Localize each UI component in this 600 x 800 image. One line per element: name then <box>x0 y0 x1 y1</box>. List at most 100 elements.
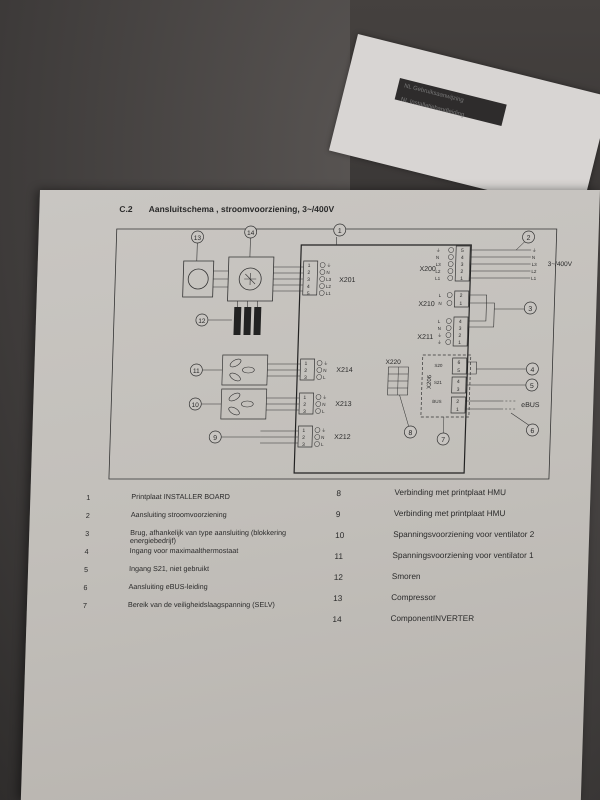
wiring-diagram: 1 2 3 4 5 6 7 8 9 10 11 12 13 14 <box>108 223 573 480</box>
callout-5: 5 <box>525 378 539 392</box>
svg-text:S20: S20 <box>434 363 443 368</box>
fan-2-icon <box>228 392 254 416</box>
svg-text:⏚: ⏚ <box>436 247 441 253</box>
terminal-bus: BUS 2 1 <box>432 396 466 414</box>
svg-text:4: 4 <box>459 319 462 325</box>
svg-text:N: N <box>322 402 325 407</box>
svg-text:12: 12 <box>198 318 206 325</box>
svg-text:2: 2 <box>302 435 305 441</box>
svg-text:N: N <box>436 255 439 260</box>
svg-text:9: 9 <box>213 435 217 442</box>
svg-text:4: 4 <box>307 284 310 290</box>
svg-text:1: 1 <box>458 340 461 346</box>
section-number: C.2 <box>119 204 133 214</box>
terminal-s21: S21 4 3 <box>434 376 467 394</box>
svg-text:X213: X213 <box>335 401 352 408</box>
svg-text:2: 2 <box>460 293 463 299</box>
svg-text:X210: X210 <box>418 301 435 308</box>
svg-text:N: N <box>323 368 326 373</box>
svg-text:5: 5 <box>530 383 534 390</box>
svg-text:X211: X211 <box>417 334 433 341</box>
callout-7: 7 <box>436 432 450 446</box>
svg-text:1: 1 <box>456 407 459 413</box>
svg-text:2: 2 <box>303 402 306 408</box>
svg-text:6: 6 <box>530 428 534 435</box>
x206-label: X206 <box>427 374 433 389</box>
callout-12: 12 <box>195 313 209 327</box>
svg-text:L2: L2 <box>435 269 441 274</box>
svg-text:5: 5 <box>461 248 464 254</box>
svg-text:3: 3 <box>307 277 310 283</box>
svg-text:BUS: BUS <box>432 399 441 404</box>
terminal-x214: 1 2 3 ⏚ N L X214 <box>299 358 353 381</box>
svg-text:2: 2 <box>526 235 530 242</box>
terminal-x210: X210 L N 2 1 <box>418 290 470 308</box>
svg-text:L1: L1 <box>326 291 332 296</box>
svg-text:1: 1 <box>460 276 463 282</box>
installer-board <box>293 244 472 474</box>
svg-text:⏚: ⏚ <box>532 247 537 253</box>
compressor-box <box>182 260 215 298</box>
svg-text:8: 8 <box>408 430 412 437</box>
svg-text:L3: L3 <box>436 262 442 267</box>
svg-text:13: 13 <box>194 235 202 242</box>
svg-text:L1: L1 <box>435 276 441 281</box>
svg-text:L3: L3 <box>326 277 332 282</box>
svg-text:1: 1 <box>303 395 306 401</box>
terminal-x212: 1 2 3 ⏚ N L X212 <box>297 425 351 448</box>
svg-text:N: N <box>326 270 329 275</box>
svg-text:L1: L1 <box>531 276 537 281</box>
fan-2-box <box>220 388 268 420</box>
svg-text:L: L <box>321 442 324 447</box>
svg-text:3: 3 <box>302 442 305 448</box>
choke-coils <box>233 301 262 335</box>
svg-text:3: 3 <box>459 326 462 332</box>
callout-8: 8 <box>404 425 417 439</box>
svg-text:2: 2 <box>307 270 310 276</box>
svg-text:L2: L2 <box>531 269 537 274</box>
svg-text:⏚: ⏚ <box>437 339 442 345</box>
callout-11: 11 <box>189 363 203 377</box>
svg-text:X201: X201 <box>339 277 356 284</box>
diagram-frame <box>108 228 558 480</box>
section-title-text: Aansluitschema , stroomvoorziening, 3~/4… <box>148 204 335 214</box>
svg-text:L: L <box>439 293 442 298</box>
fan-1-box <box>221 354 269 386</box>
svg-text:11: 11 <box>193 368 200 375</box>
svg-text:14: 14 <box>247 230 255 237</box>
svg-text:X214: X214 <box>336 367 353 374</box>
svg-text:3: 3 <box>304 375 307 381</box>
section-title: C.2 Aansluitschema , stroomvoorziening, … <box>119 204 334 214</box>
svg-text:7: 7 <box>441 437 445 444</box>
svg-text:L2: L2 <box>326 284 332 289</box>
svg-text:X212: X212 <box>334 434 351 441</box>
svg-text:3: 3 <box>303 409 306 415</box>
svg-text:3~/400V: 3~/400V <box>548 261 573 268</box>
terminal-x200: X200 ⏚ N L3 L2 L1 5 4 3 2 1 <box>419 245 471 282</box>
svg-text:4: 4 <box>457 379 460 385</box>
terminal-x211: X211 L N ⏚ ⏚ 4 3 2 1 <box>417 316 469 347</box>
svg-text:3: 3 <box>457 387 460 393</box>
callout-3: 3 <box>523 301 537 315</box>
svg-text:⏚: ⏚ <box>321 427 326 433</box>
svg-text:5: 5 <box>457 368 460 374</box>
svg-text:1: 1 <box>338 228 342 235</box>
svg-text:5: 5 <box>307 291 310 297</box>
callout-14: 14 <box>244 225 258 239</box>
svg-text:2: 2 <box>460 269 463 275</box>
svg-text:N: N <box>321 435 324 440</box>
svg-text:X200: X200 <box>419 266 436 273</box>
svg-text:L: L <box>322 409 325 414</box>
svg-text:N: N <box>532 255 535 260</box>
callout-13: 13 <box>191 230 204 244</box>
